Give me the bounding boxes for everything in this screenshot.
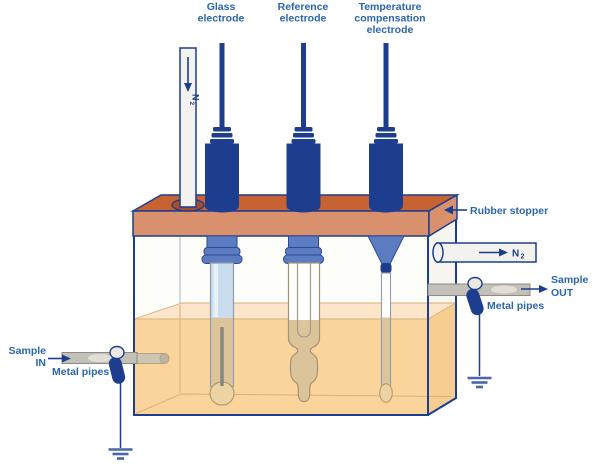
- reference-electrode-shaft: [287, 262, 321, 403]
- rubber-stopper-label: Rubber stopper: [470, 205, 548, 217]
- sample-out-arrow-icon: [521, 285, 548, 293]
- inner-u-tube: [296, 263, 312, 338]
- temperature-tip: [379, 383, 393, 403]
- stopper-front-face: [132, 210, 430, 237]
- temperature-electrode-label-3: electrode: [367, 24, 414, 36]
- rubber-stopper-callout: Rubber stopper: [444, 205, 548, 217]
- n2-outlet-mouth: [432, 242, 444, 263]
- n2-inlet-tube: N 2: [179, 47, 201, 208]
- temperature-electrode-shaft: [379, 272, 393, 403]
- metal-pipes-label-left: Metal pipes: [52, 366, 109, 378]
- ground-icon-left: [108, 383, 133, 460]
- metal-pipes-label-right: Metal pipes: [487, 300, 544, 312]
- pinch-clamp-left: [108, 345, 126, 384]
- n2-outlet-tube: N 2: [432, 242, 537, 263]
- glass-electrode-label-1: Glass: [207, 1, 236, 13]
- pipe-out-highlight: [491, 285, 517, 294]
- n2-outlet-subscript: 2: [521, 254, 525, 261]
- rubber-stopper-arrow-icon: [444, 205, 467, 215]
- sample-out-pipe: Sample OUT Metal pipes: [427, 274, 589, 389]
- tank-floor-edges: [135, 393, 452, 414]
- sample-out-label-line2: OUT: [551, 287, 574, 299]
- sample-in-callout: Sample IN Metal pipes: [9, 345, 110, 378]
- stopper-right-face: [428, 193, 458, 238]
- glass-electrode-connector: [201, 235, 243, 264]
- inner-stem: [220, 327, 224, 386]
- sample-in-arrow-icon: [48, 354, 71, 363]
- clamp-body: [108, 357, 126, 384]
- clamp-body: [466, 288, 484, 316]
- n2-down-arrow-icon: [184, 57, 192, 92]
- temperature-electrode-label-1: Temperature: [359, 1, 422, 13]
- ground-icon-right: [467, 313, 492, 389]
- clamp-knob: [467, 276, 483, 291]
- pinch-clamp-right: [466, 276, 484, 316]
- sample-in-label-line1: Sample: [9, 345, 47, 357]
- tank-outline: [133, 219, 457, 416]
- reference-electrode-label-2: electrode: [280, 13, 327, 25]
- pipe-highlight: [88, 354, 112, 362]
- n2-subscript: 2: [188, 102, 195, 106]
- glass-electrode-shaft: [209, 262, 235, 406]
- pipe-end-cap: [159, 353, 170, 364]
- n2-inlet-body: [179, 47, 197, 208]
- liquid-front: [134, 319, 428, 415]
- temperature-electrode-connector: [367, 235, 405, 273]
- n2-outlet-symbol: N: [512, 249, 519, 260]
- reference-electrode-top: [286, 43, 321, 213]
- liquid-right: [428, 303, 456, 415]
- n2-right-arrow-icon: [479, 248, 508, 257]
- sample-in-pipe: [61, 345, 170, 460]
- glass-electrode-top: [205, 43, 239, 213]
- reference-electrode-label-1: Reference: [278, 1, 329, 13]
- glass-electrode-label-2: electrode: [198, 13, 245, 25]
- sample-out-label-line1: Sample: [551, 274, 589, 286]
- n2-inlet-label: N 2: [188, 94, 201, 106]
- sample-in-label-line2: IN: [36, 357, 47, 369]
- clamp-knob: [109, 345, 125, 360]
- n2-symbol: N: [191, 94, 201, 101]
- temperature-electrode-label-2: compensation: [354, 13, 425, 25]
- reference-electrode-connector: [283, 235, 324, 264]
- electrode-labels: Glass electrode Reference electrode Temp…: [198, 1, 426, 36]
- temperature-electrode-top: [369, 43, 403, 213]
